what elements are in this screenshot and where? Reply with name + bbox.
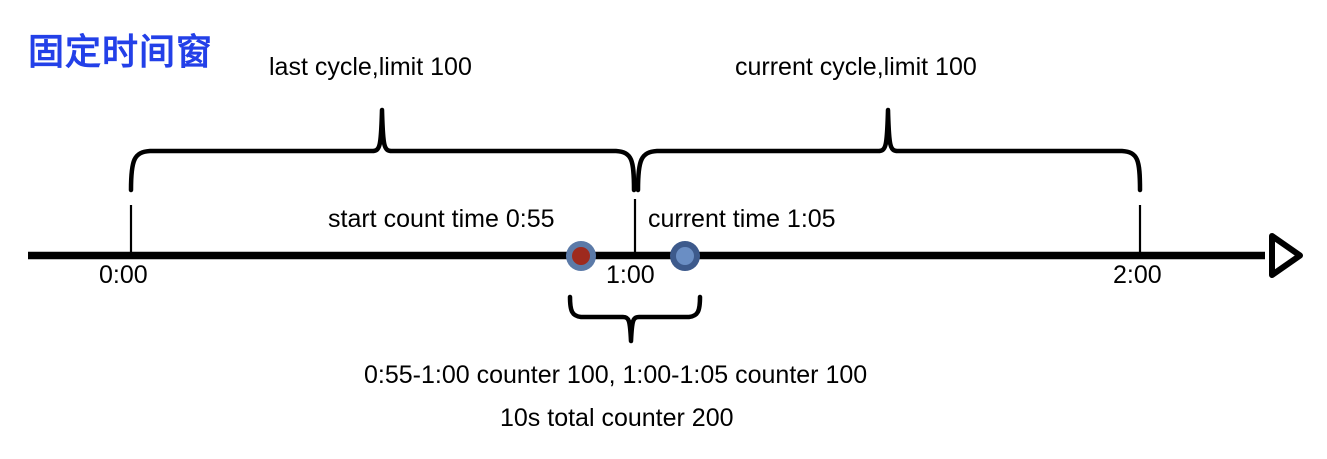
current-cycle-label: current cycle,limit 100 [735, 53, 977, 81]
total-counter-line: 10s total counter 200 [500, 404, 734, 432]
last-cycle-label: last cycle,limit 100 [269, 53, 472, 81]
counter-summary-line: 0:55-1:00 counter 100, 1:00-1:05 counter… [364, 361, 868, 389]
brace-last-cycle [128, 107, 637, 193]
brace-count-window [567, 294, 703, 344]
tick-label-0-00: 0:00 [99, 261, 148, 289]
arrow-right-triangle-outline-icon [1269, 233, 1303, 278]
page-title: 固定时间窗 [28, 31, 214, 72]
current-time-label: current time 1:05 [648, 205, 836, 233]
marker-start-count-time-core [572, 247, 590, 265]
start-count-time-label: start count time 0:55 [328, 205, 555, 233]
tick-label-1-00: 1:00 [606, 261, 655, 289]
marker-current-time-core [676, 247, 694, 265]
brace-current-cycle [635, 107, 1143, 193]
tick-label-2-00: 2:00 [1113, 261, 1162, 289]
